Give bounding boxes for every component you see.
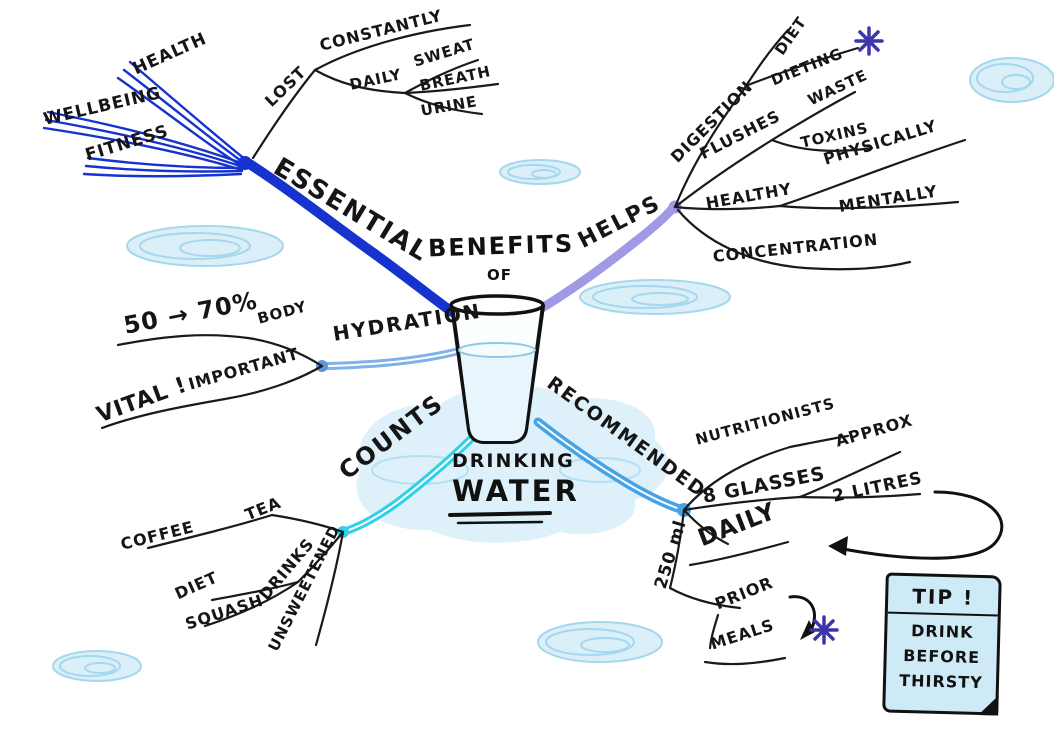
center-title-drinking: DRINKING (452, 450, 575, 472)
center-title-of: OF (487, 266, 512, 284)
cloud-blob-center (356, 384, 669, 543)
center-title-benefits: BENEFITS (427, 229, 575, 263)
cloud-swirl-top-right (969, 57, 1054, 103)
cloud-swirl-bottom-middle (537, 621, 663, 663)
counts-branch-lines (146, 428, 482, 647)
water-glass-illustration (449, 294, 545, 444)
hydration-branch-lines (100, 334, 459, 430)
cloud-swirl-right-middle (579, 279, 731, 315)
helps-branch-lines (537, 28, 967, 313)
cloud-swirl-bottom-left (52, 650, 142, 682)
cloud-swirl-top-left (126, 225, 284, 267)
cloud-swirl-upper-middle (499, 159, 581, 185)
loop-arrow-to-daily (828, 490, 1004, 560)
tip-note-line-2: BEFORE (902, 645, 981, 667)
small-arrow-to-meals (788, 595, 816, 640)
tip-note-title: TIP ! (887, 575, 999, 617)
center-title-water: WATER (452, 474, 580, 508)
tip-note-line-1: DRINK (910, 621, 974, 642)
tip-note-line-3: THIRSTY (898, 670, 984, 693)
asterisk-meals (809, 615, 839, 645)
tip-note-corner-fold (978, 694, 999, 716)
recommended-branch-lines (533, 417, 922, 666)
asterisk-dieting (854, 26, 884, 56)
essential-branch-lines (42, 23, 500, 317)
tip-note: TIP ! DRINK BEFORE THIRSTY (882, 572, 1002, 716)
water-title-underline (448, 511, 552, 525)
